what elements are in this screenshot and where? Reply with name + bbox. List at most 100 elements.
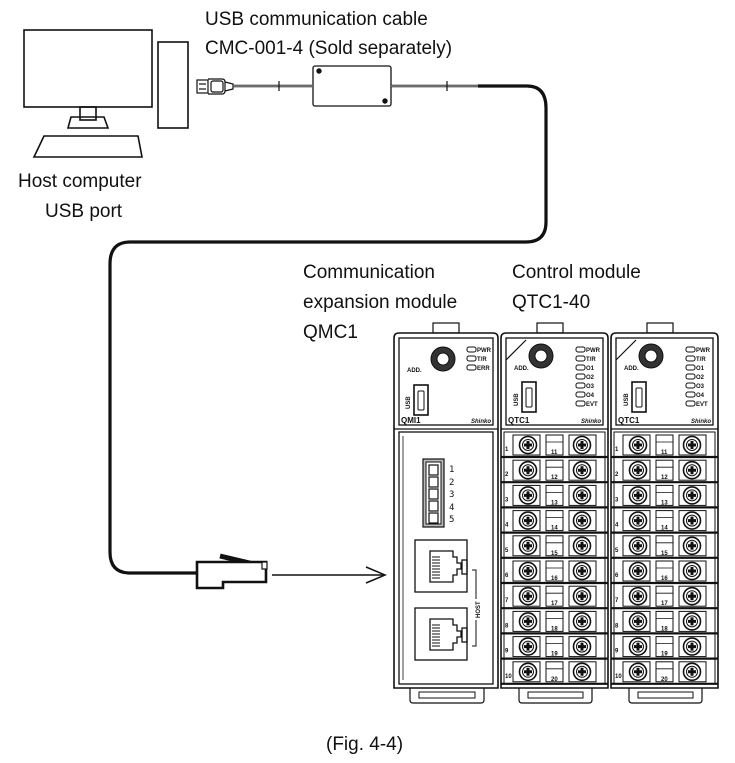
terminal-number: 17 — [551, 601, 558, 607]
terminal-number: 5 — [615, 548, 619, 554]
host-port-label: HOST — [476, 601, 482, 618]
terminal-number: 12 — [661, 475, 668, 481]
terminal-screw-icon — [682, 662, 702, 682]
host-label-line1: Host computer — [18, 171, 142, 192]
terminal-screw-icon — [518, 662, 538, 682]
terminal-screw-icon — [518, 612, 538, 631]
terminal-screw-icon — [572, 536, 592, 556]
terminal-number: 14 — [661, 526, 668, 532]
terminal-number: 16 — [661, 576, 668, 582]
usb-port-icon — [521, 381, 537, 413]
terminal-number: 19 — [551, 652, 558, 658]
terminal-screw-icon — [518, 586, 538, 606]
terminal-screw-icon — [628, 586, 648, 606]
terminal-number: 20 — [661, 677, 668, 683]
terminal-number: 14 — [551, 526, 558, 532]
terminal-screw-icon — [628, 536, 648, 556]
terminal-screw-icon — [572, 511, 592, 530]
led-label: T/R — [586, 357, 596, 363]
terminal-number: 15 — [551, 551, 558, 557]
comm-module-label-line3: QMC1 — [303, 322, 358, 343]
terminal-number: 6 — [505, 573, 509, 579]
terminal-screw-icon — [572, 637, 592, 656]
led-label: O2 — [586, 375, 595, 381]
pin-label: 4 — [449, 503, 454, 513]
terminal-number: 7 — [615, 598, 619, 604]
usb-cable — [108, 65, 548, 575]
led-label: O1 — [586, 366, 595, 372]
terminal-screw-icon — [628, 612, 648, 631]
terminal-number: 2 — [615, 472, 619, 478]
usb-label: USB — [624, 393, 630, 406]
brand-logo: Shinko — [691, 419, 711, 425]
connection-arrow — [272, 566, 387, 584]
qmc1-model-label: QMI1 — [401, 416, 421, 425]
terminal-screw-icon — [628, 511, 648, 530]
pin-label: 1 — [449, 465, 454, 475]
terminal-number: 10 — [505, 674, 512, 680]
terminal-screw-icon — [682, 561, 702, 581]
terminal-number: 7 — [505, 598, 509, 604]
terminal-number: 1 — [615, 447, 619, 453]
led-label: O4 — [586, 393, 595, 399]
terminal-screw-icon — [628, 662, 648, 682]
terminal-number: 4 — [505, 523, 509, 529]
terminal-screw-icon — [518, 637, 538, 656]
rj45-plug-icon — [195, 553, 268, 590]
pc-tower — [157, 41, 189, 129]
cable-label-line1: USB communication cable — [205, 9, 428, 30]
comm-module-label-line1: Communication — [303, 262, 435, 283]
monitor-screen — [23, 29, 153, 108]
terminal-number: 15 — [661, 551, 668, 557]
qmc1-led-err: ERR — [477, 366, 490, 372]
terminal-number: 6 — [615, 573, 619, 579]
terminal-number: 2 — [505, 472, 509, 478]
terminal-number: 10 — [615, 674, 622, 680]
terminal-row: 10 20 — [611, 658, 718, 685]
terminal-number: 9 — [615, 649, 619, 655]
qmc1-add-label: ADD. — [407, 368, 422, 374]
terminal-number: 17 — [661, 601, 668, 607]
terminal-screw-icon — [682, 486, 702, 505]
terminal-number: 11 — [551, 450, 558, 456]
led-label: EVT — [586, 402, 598, 408]
terminal-number: 18 — [661, 626, 668, 632]
terminal-screw-icon — [628, 486, 648, 505]
add-label: ADD. — [514, 366, 529, 372]
terminal-number: 18 — [551, 626, 558, 632]
terminal-screw-icon — [518, 536, 538, 556]
terminal-screw-icon — [518, 460, 538, 480]
terminal-screw-icon — [572, 612, 592, 631]
led-label: O2 — [696, 375, 705, 381]
terminal-number: 3 — [615, 497, 619, 503]
terminal-screw-icon — [572, 435, 592, 455]
terminal-screw-icon — [682, 612, 702, 631]
pin-label: 2 — [449, 478, 454, 488]
terminal-screw-icon — [572, 486, 592, 505]
keyboard — [32, 135, 143, 158]
terminal-screw-icon — [518, 511, 538, 530]
qmc1-brand-logo: Shinko — [471, 419, 491, 425]
pin-label: 5 — [449, 515, 454, 525]
led-label: PWR — [586, 348, 601, 354]
terminal-number: 13 — [551, 500, 558, 506]
terminal-screw-icon — [628, 561, 648, 581]
terminal-screw-icon — [682, 460, 702, 480]
terminal-screw-icon — [572, 460, 592, 480]
terminal-screw-icon — [628, 435, 648, 455]
led-label: O1 — [696, 366, 705, 372]
led-label: O3 — [586, 384, 595, 390]
terminal-screw-icon — [628, 460, 648, 480]
terminal-number: 13 — [661, 500, 668, 506]
terminal-number: 3 — [505, 497, 509, 503]
terminal-number: 16 — [551, 576, 558, 582]
terminal-screw-icon — [682, 637, 702, 656]
terminal-screw-icon — [518, 486, 538, 505]
usb-converter-box — [312, 65, 392, 107]
host-computer-icon — [23, 29, 189, 158]
led-label: T/R — [696, 357, 706, 363]
terminal-screw-icon — [572, 662, 592, 682]
